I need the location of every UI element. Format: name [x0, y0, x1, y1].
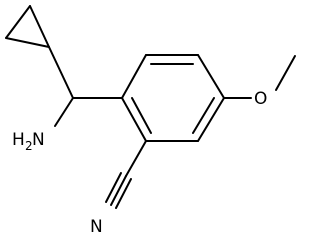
cyclopropyl-bond-right: [29, 5, 50, 48]
cyclopropyl-bond-left: [5, 5, 31, 39]
ring-double-bond-right: [192, 97, 215, 134]
ring-bond-6: [121, 97, 147, 142]
ring-bond-3: [197, 54, 225, 99]
oxygen-methyl-bond: [275, 55, 296, 91]
nitrile-triple-bond-1: [110, 175, 127, 206]
ring-nitrile-carbon-bond: [125, 140, 147, 177]
methoxy-oxygen-label: O: [254, 89, 267, 109]
ring-bond-4: [197, 97, 225, 142]
methine-amine-bond: [54, 97, 74, 127]
nitrile-triple-bond-3: [115, 178, 132, 209]
amine-nitrogen-label: N: [32, 130, 45, 150]
cyclopropyl-bond-bottom: [5, 37, 50, 48]
nitrile-nitrogen-label: N: [90, 217, 103, 237]
ring-double-bond-left: [131, 97, 152, 134]
cyclopropyl-methine-bond: [48, 46, 74, 99]
nitrile-triple-bond-2: [105, 172, 122, 203]
amine-hydrogen-count: 2: [25, 139, 33, 153]
molecule-structure: H 2 N O N: [5, 5, 296, 237]
structure-canvas: H 2 N O N: [5, 5, 296, 237]
ring-bond-1: [121, 54, 147, 99]
amine-hydrogen-label: H: [12, 130, 25, 150]
